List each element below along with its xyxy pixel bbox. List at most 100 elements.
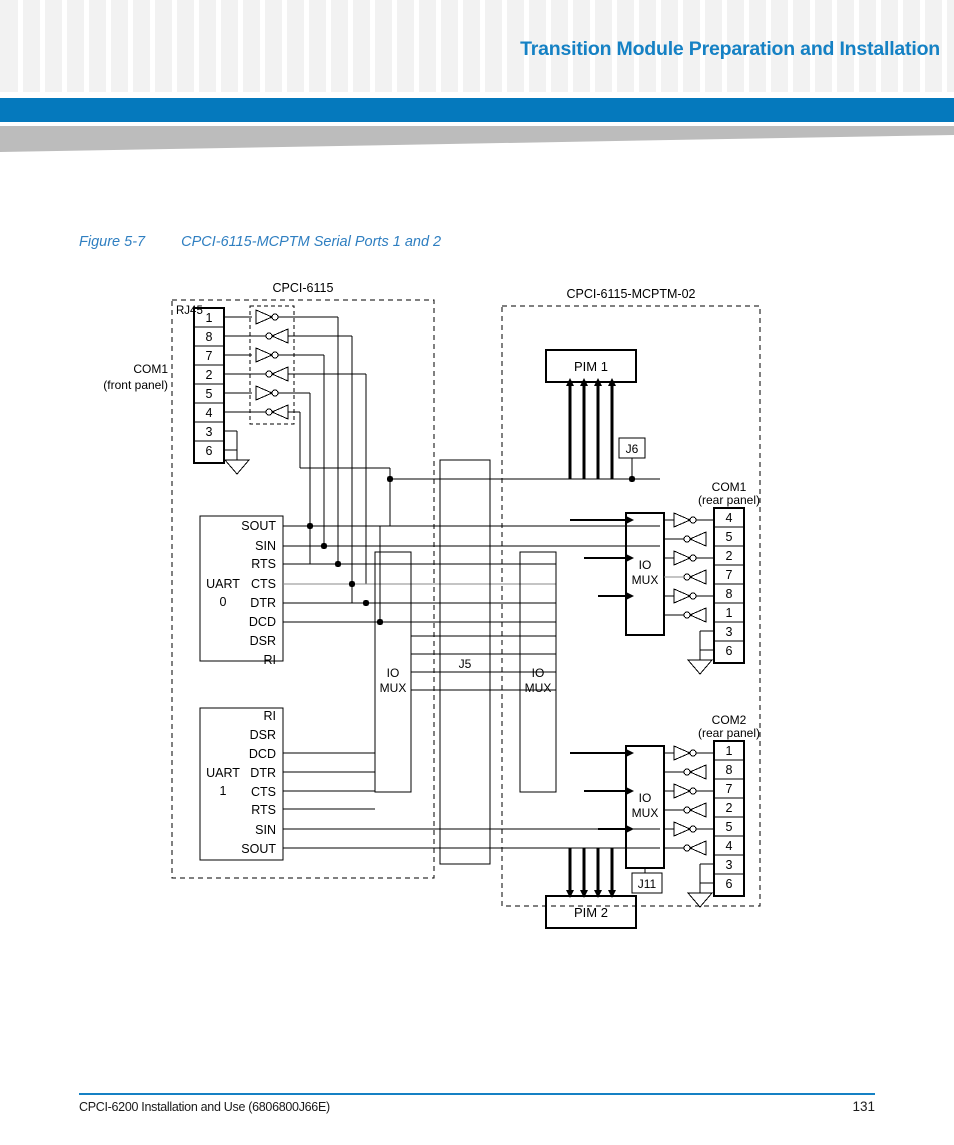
inverter-front-6 xyxy=(252,404,289,420)
mux-mid-right-block xyxy=(519,551,557,793)
rj45-pin: 2 xyxy=(206,368,213,382)
com2-rear-pin: 8 xyxy=(726,763,733,777)
inverter-com2-3 xyxy=(664,783,714,799)
inverter-front-4 xyxy=(252,366,289,382)
inverter-com2-5 xyxy=(664,821,714,837)
inverter-com2-4 xyxy=(664,802,707,818)
com1-rear-pin: 7 xyxy=(726,568,733,582)
header-accent-bar xyxy=(0,98,954,122)
com2-rear-pin: 7 xyxy=(726,782,733,796)
mux-com1-label-line2: MUX xyxy=(632,573,659,587)
ground-symbol-com2 xyxy=(686,892,714,908)
inverter-front-1 xyxy=(255,309,294,325)
board-label-mcptm: CPCI-6115-MCPTM-02 xyxy=(567,287,696,301)
connector-j11 xyxy=(631,872,663,894)
figure-caption: Figure 5-7 CPCI-6115-MCPTM Serial Ports 1… xyxy=(79,234,441,250)
uart0-signal: DCD xyxy=(249,615,276,629)
connector-rj45-label: RJ45 xyxy=(176,305,203,317)
footer-rule xyxy=(79,1093,875,1095)
com2-rear-pin: 6 xyxy=(726,877,733,891)
inverter-com1-1 xyxy=(664,512,714,528)
rj45-pin: 7 xyxy=(206,349,213,363)
uart1-label-line1: UART xyxy=(206,766,240,780)
front-panel-label-line1: COM1 xyxy=(133,362,168,376)
inverter-com1-3 xyxy=(664,550,714,566)
uart1-signal: DCD xyxy=(249,747,276,761)
pim1-label: PIM 1 xyxy=(574,359,608,374)
com1-rear-pin: 6 xyxy=(726,644,733,658)
uart0-signal: CTS xyxy=(251,577,276,591)
com2-rear-pin: 3 xyxy=(726,858,733,872)
mux-left-label-line1: IO xyxy=(387,666,400,680)
uart0-signal: DTR xyxy=(250,596,276,610)
uart1-signal: CTS xyxy=(251,785,276,799)
uart0-label-line1: UART xyxy=(206,577,240,591)
footer-page-number: 131 xyxy=(852,1099,875,1114)
pim2-label: PIM 2 xyxy=(574,905,608,920)
inverter-com1-5 xyxy=(664,588,714,604)
mux-com1-block xyxy=(625,512,665,636)
inverter-front-2 xyxy=(252,328,289,344)
header-checker-pattern xyxy=(0,0,954,92)
uart0-signal: SOUT xyxy=(241,519,276,533)
uart1-block xyxy=(199,707,284,861)
ground-symbol-front xyxy=(223,459,251,475)
page-title: Transition Module Preparation and Instal… xyxy=(520,38,940,60)
inverter-com1-2 xyxy=(664,531,707,547)
connector-rj45-body xyxy=(193,307,225,464)
uart1-signal: RI xyxy=(264,709,277,723)
board-label-cpci6115: CPCI-6115 xyxy=(273,281,334,295)
com1-rear-label-line1: COM1 xyxy=(712,480,747,494)
mux-com2-label-line1: IO xyxy=(639,791,652,805)
inverter-front-3 xyxy=(255,347,294,363)
rj45-pin: 3 xyxy=(206,425,213,439)
header-swoosh-graphic xyxy=(0,126,954,152)
com2-rear-pin: 4 xyxy=(726,839,733,853)
com1-rear-pin: 2 xyxy=(726,549,733,563)
mux-com2-label-line2: MUX xyxy=(632,806,659,820)
inverter-com1-4 xyxy=(664,569,707,585)
rj45-pin: 8 xyxy=(206,330,213,344)
rj45-pin: 6 xyxy=(206,444,213,458)
uart0-signal: SIN xyxy=(255,539,276,553)
ground-symbol-com1 xyxy=(686,659,714,675)
com1-rear-pin: 3 xyxy=(726,625,733,639)
com1-rear-pin: 5 xyxy=(726,530,733,544)
footer-document-title: CPCI-6200 Installation and Use (6806800J… xyxy=(79,1100,330,1114)
uart0-signal: RTS xyxy=(251,557,276,571)
uart1-label-line2: 1 xyxy=(220,784,227,798)
uart0-block xyxy=(199,515,284,662)
rj45-pin: 5 xyxy=(206,387,213,401)
uart0-signal: DSR xyxy=(250,634,276,648)
uart1-signal: RTS xyxy=(251,803,276,817)
inverter-com2-2 xyxy=(664,764,707,780)
inverter-com2-1 xyxy=(664,745,714,761)
mux-mid-right-label-line1: IO xyxy=(532,666,545,680)
connector-com2-rear-body xyxy=(713,740,745,897)
mux-com1-label-line1: IO xyxy=(639,558,652,572)
j6-label: J6 xyxy=(626,442,639,456)
com2-rear-pin: 2 xyxy=(726,801,733,815)
pim1-block xyxy=(545,349,637,383)
connector-j5 xyxy=(439,459,491,865)
mux-left-label-line2: MUX xyxy=(380,681,407,695)
serial-port-block-diagram: CPCI-6115 CPCI-6115-MCPTM-02 RJ45 COM1 (… xyxy=(103,281,761,929)
com2-rear-pin: 1 xyxy=(726,744,733,758)
j11-label: J11 xyxy=(638,877,657,891)
pim2-block xyxy=(545,895,637,929)
uart0-signal: RI xyxy=(264,653,277,667)
figure-number: Figure 5-7 xyxy=(79,234,146,250)
inverter-com1-6 xyxy=(664,607,707,623)
mux-mid-right-label-line2: MUX xyxy=(525,681,552,695)
uart1-signal: DTR xyxy=(250,766,276,780)
inverter-front-5 xyxy=(255,385,294,401)
com1-rear-label-line2: (rear panel) xyxy=(698,493,760,507)
rj45-pin: 4 xyxy=(206,406,213,420)
j5-label: J5 xyxy=(459,657,472,671)
uart0-label-line2: 0 xyxy=(220,595,227,609)
figure-title: CPCI-6115-MCPTM Serial Ports 1 and 2 xyxy=(181,234,442,250)
board-outline-cpci6115 xyxy=(171,299,435,879)
board-outline-mcptm xyxy=(501,305,761,907)
rj45-pin: 1 xyxy=(206,311,213,325)
com1-rear-pin: 1 xyxy=(726,606,733,620)
